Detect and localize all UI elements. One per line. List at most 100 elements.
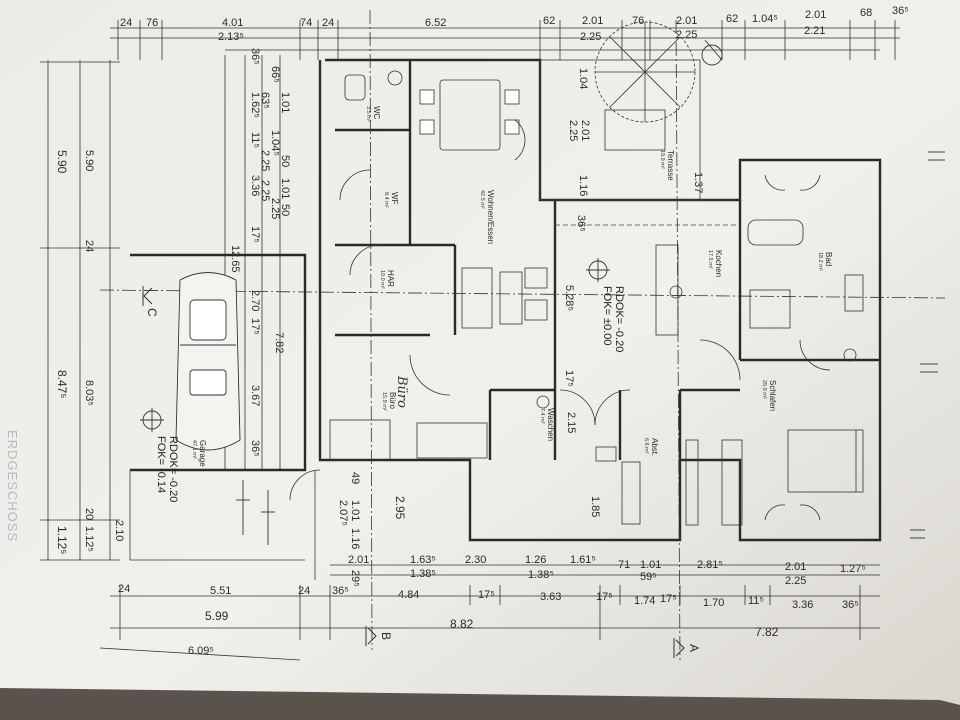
svg-text:3.5 m²: 3.5 m² [365, 106, 371, 122]
svg-text:C: C [145, 308, 159, 317]
dim: 2.25 [676, 29, 697, 41]
room-bad: Bad 18.2 m² [817, 252, 833, 271]
svg-text:1.61⁵: 1.61⁵ [570, 554, 596, 566]
room-terrasse: Terrasse 19.9 m² [659, 150, 675, 181]
svg-text:42.5 m²: 42.5 m² [479, 190, 485, 209]
svg-text:3.67: 3.67 [249, 385, 261, 406]
room-buero: Büro 15.9 m² [381, 392, 397, 411]
svg-text:Bad: Bad [824, 252, 833, 266]
room-schlafen: Schlafen 25.0 m² [761, 380, 777, 411]
svg-text:2.15: 2.15 [565, 412, 577, 433]
svg-text:15.9 m²: 15.9 m² [381, 392, 387, 411]
level-markers [140, 258, 610, 432]
svg-text:RDOK= -0.20: RDOK= -0.20 [613, 286, 625, 352]
svg-text:Garage: Garage [198, 440, 207, 467]
level-labels: FOK= ±0.00 RDOK= -0.20 FOK= -0.14 RDOK= … [155, 286, 625, 502]
dim: 24 [120, 17, 132, 29]
svg-text:2.81⁵: 2.81⁵ [697, 559, 723, 571]
dim: 74 [300, 17, 312, 29]
left-dimension-lines [40, 55, 281, 561]
dim: 36⁵ [892, 5, 909, 17]
room-waschen: Waschen 7.4 m² [539, 408, 555, 441]
dim: 68 [860, 7, 872, 19]
svg-text:36⁵: 36⁵ [249, 440, 261, 457]
margin-marks [910, 151, 945, 539]
svg-text:Waschen: Waschen [546, 408, 555, 441]
svg-text:50: 50 [279, 155, 291, 167]
svg-text:Terrasse: Terrasse [666, 150, 675, 181]
svg-text:6.09⁵: 6.09⁵ [188, 645, 214, 657]
svg-text:29⁵: 29⁵ [349, 570, 361, 587]
dim: 5.90 [55, 150, 69, 174]
svg-text:Kochen: Kochen [714, 250, 723, 277]
room-kochen: Kochen 17.5 m² [707, 250, 723, 277]
svg-text:1.26: 1.26 [525, 554, 546, 566]
svg-text:1.38⁵: 1.38⁵ [410, 568, 436, 580]
furniture [329, 21, 864, 526]
dim: 2.01 [805, 9, 826, 21]
svg-text:Büro: Büro [388, 392, 397, 409]
dim: 62 [543, 15, 555, 27]
svg-text:1.01: 1.01 [279, 92, 291, 113]
handwritten-note: Büro [394, 375, 409, 408]
dim: 2.10 [113, 520, 125, 541]
svg-text:1.27⁵: 1.27⁵ [840, 563, 866, 575]
svg-text:HAR: HAR [386, 270, 395, 287]
bottom-dimension-lines [99, 564, 880, 661]
svg-text:5.51: 5.51 [210, 585, 231, 597]
svg-text:49: 49 [349, 472, 361, 484]
svg-text:10.0 m²: 10.0 m² [379, 270, 385, 289]
middle-dimensions: 5.28⁵ 17⁵ 2.15 2.95 1.85 [393, 285, 601, 520]
top-dimension-lines [110, 20, 900, 60]
svg-text:66⁵: 66⁵ [269, 66, 281, 83]
svg-text:6.6 m²: 6.6 m² [643, 438, 649, 454]
svg-text:FOK= ±0.00: FOK= ±0.00 [601, 286, 613, 346]
dim: 1.12⁵ [55, 526, 69, 554]
dim: 5.90 [83, 150, 95, 171]
svg-text:1.16: 1.16 [349, 528, 361, 549]
svg-text:1.01: 1.01 [279, 178, 291, 199]
svg-text:8.82: 8.82 [450, 617, 474, 631]
svg-text:17⁵: 17⁵ [563, 370, 575, 387]
svg-text:18.2 m²: 18.2 m² [817, 252, 823, 271]
dim: 76 [632, 15, 644, 27]
svg-text:5.99: 5.99 [205, 609, 229, 623]
svg-text:Wohnen/Essen: Wohnen/Essen [486, 190, 495, 244]
svg-text:17⁵: 17⁵ [660, 593, 677, 605]
section-markers [142, 286, 685, 658]
dim: 1.12⁵ [83, 526, 95, 552]
svg-text:3.63: 3.63 [540, 591, 561, 603]
svg-text:17⁵: 17⁵ [249, 318, 261, 335]
svg-text:2.01: 2.01 [785, 561, 806, 573]
svg-text:3.36: 3.36 [249, 175, 261, 196]
svg-text:19.9 m²: 19.9 m² [659, 150, 665, 169]
room-wc: WC 3.5 m² [365, 106, 381, 122]
svg-text:B: B [379, 632, 393, 640]
svg-text:4.84: 4.84 [398, 589, 419, 601]
svg-text:2.25: 2.25 [567, 120, 579, 141]
room-wohnen-essen: Wohnen/Essen 42.5 m² [479, 190, 495, 244]
svg-text:8.4 m²: 8.4 m² [383, 192, 389, 208]
svg-text:1.62⁵: 1.62⁵ [249, 92, 261, 118]
svg-text:2.07⁵: 2.07⁵ [337, 500, 349, 526]
svg-text:11⁵: 11⁵ [249, 132, 261, 148]
dim: 24 [322, 17, 334, 29]
svg-text:2.25: 2.25 [259, 180, 271, 201]
svg-text:71: 71 [618, 559, 630, 571]
svg-text:2.25: 2.25 [269, 198, 281, 219]
svg-text:59⁵: 59⁵ [640, 571, 657, 583]
dim: 2.21 [804, 25, 825, 37]
room-har: HAR 10.0 m² [379, 270, 395, 289]
svg-text:47.1 m²: 47.1 m² [191, 440, 197, 459]
dim: 2.01 [582, 15, 603, 27]
section-letters: B A C [145, 308, 701, 652]
svg-text:1.04: 1.04 [577, 68, 589, 89]
svg-text:2.01: 2.01 [348, 554, 369, 566]
dim: 8.47⁵ [55, 370, 69, 398]
car-icon [175, 272, 241, 451]
stacked-dimensions: 36⁵ 66⁵ 63⁵ 1.01 1.62⁵ 11⁵ 1.04⁵ 2.25 50… [83, 48, 361, 587]
dim: 2.25 [580, 31, 601, 43]
svg-text:1.01: 1.01 [349, 500, 361, 521]
svg-text:36⁵: 36⁵ [842, 599, 859, 611]
